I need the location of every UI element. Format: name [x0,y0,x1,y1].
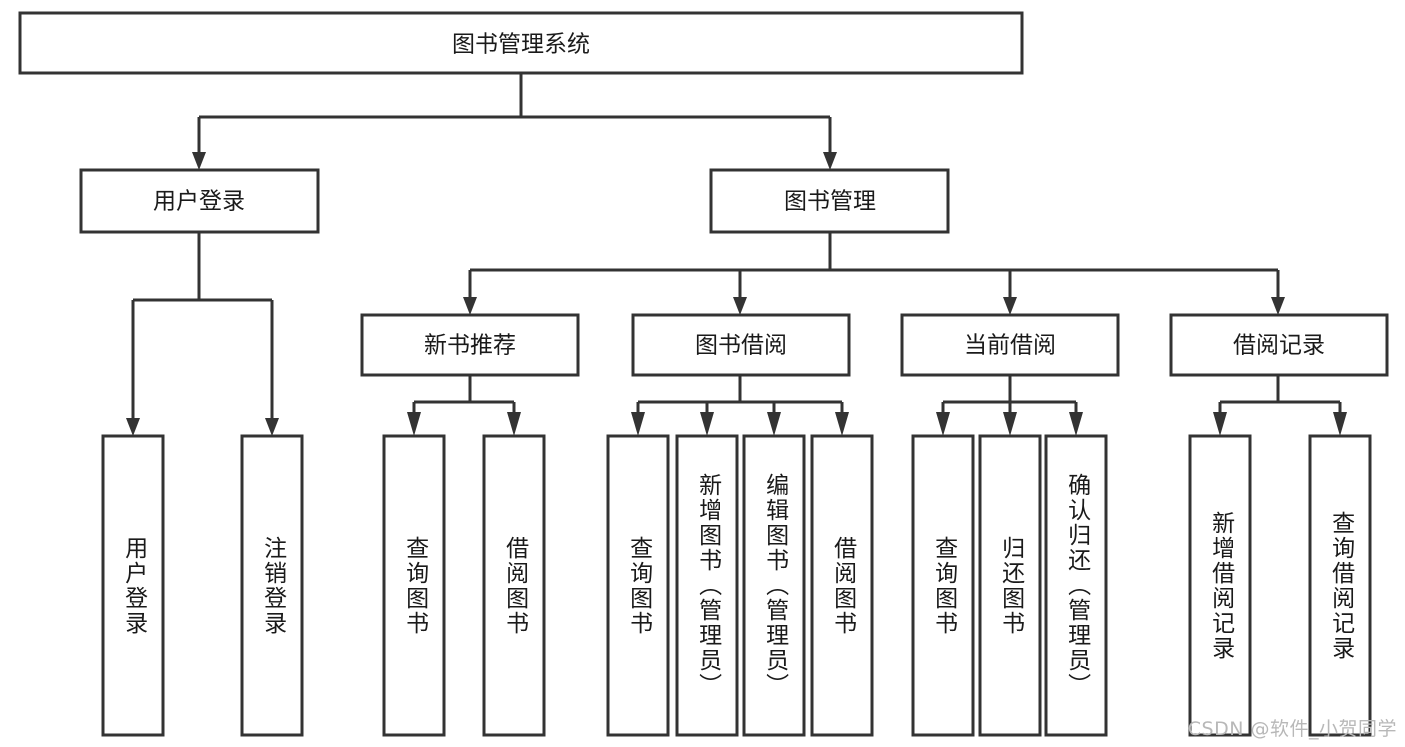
connector-root-bar [192,115,837,170]
node-book-manage-label: 图书管理 [784,189,876,215]
node-new-book-recommend[interactable]: 新书推荐 [360,313,580,377]
node-new-book-recommend-label: 新书推荐 [424,333,516,359]
leaf-box-book-borrow-0[interactable] [606,434,670,737]
connector-borrow-record-branch [1213,375,1347,436]
leaf-box-new-book-1[interactable] [482,434,546,737]
leaf-box-book-borrow-2[interactable] [742,434,806,737]
leaf-box-borrow-record-1[interactable] [1308,434,1372,737]
node-root[interactable]: 图书管理系统 [18,11,1024,75]
connector-user-login-branch [126,232,279,436]
node-current-borrow[interactable]: 当前借阅 [900,313,1120,377]
connector-book-manage-branch [463,232,1285,315]
node-book-manage[interactable]: 图书管理 [709,168,950,234]
leaf-box-current-borrow-2[interactable] [1044,434,1108,737]
leaf-box-book-borrow-3[interactable] [810,434,874,737]
leaf-box-book-borrow-1[interactable] [675,434,739,737]
node-book-borrow[interactable]: 图书借阅 [631,313,851,377]
leaf-box-user-login-0[interactable] [101,434,165,737]
node-root-label: 图书管理系统 [452,32,590,58]
connector-book-borrow-branch [631,375,849,436]
leaf-box-user-login-1[interactable] [240,434,304,737]
node-current-borrow-label: 当前借阅 [964,333,1056,359]
leaf-box-borrow-record-0[interactable] [1188,434,1252,737]
node-user-login[interactable]: 用户登录 [79,168,320,234]
leaf-box-new-book-0[interactable] [382,434,446,737]
csdn-watermark: CSDN @软件_小贺同学 [1187,718,1397,740]
leaf-box-current-borrow-1[interactable] [978,434,1042,737]
connector-current-borrow-branch [936,375,1083,436]
node-borrow-record-label: 借阅记录 [1233,333,1325,359]
connector-new-book-branch [407,375,521,436]
node-book-borrow-label: 图书借阅 [695,333,787,359]
node-user-login-label: 用户登录 [153,189,245,215]
node-borrow-record[interactable]: 借阅记录 [1169,313,1389,377]
leaf-box-current-borrow-0[interactable] [911,434,975,737]
